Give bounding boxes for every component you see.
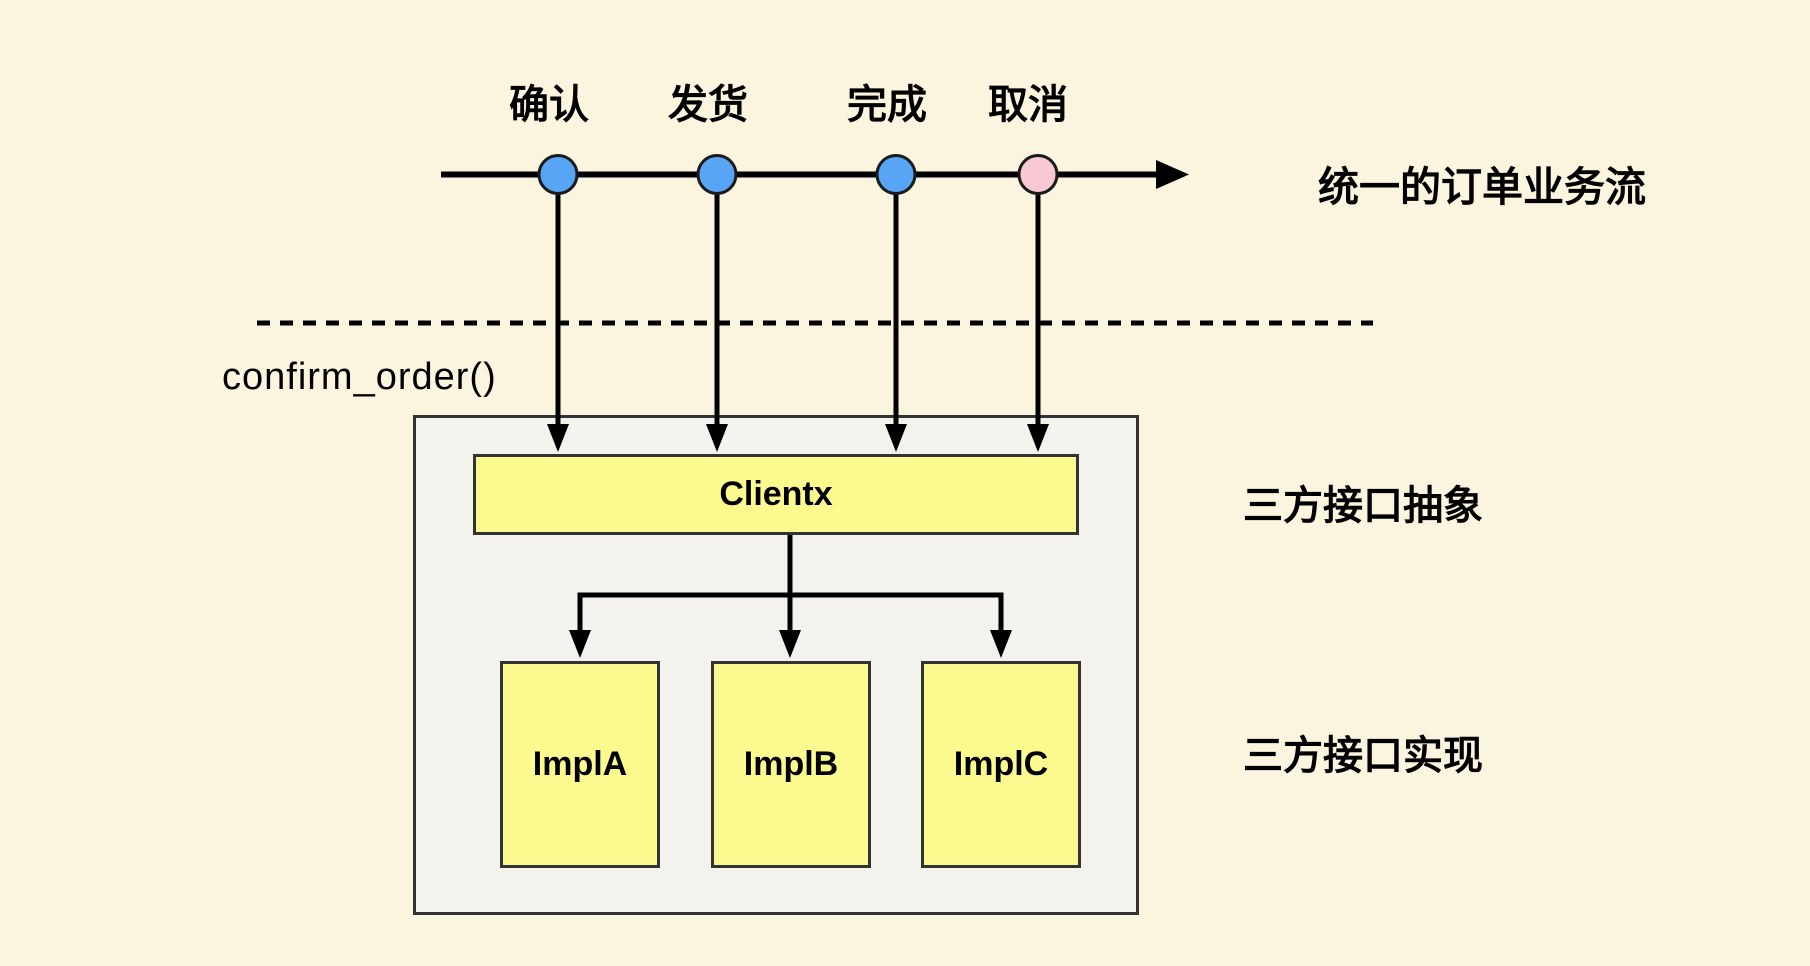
- stage-label-confirm: 确认: [509, 83, 589, 127]
- stage-dot-confirm: [537, 154, 579, 195]
- fanout-arrowhead-icon-2: [779, 630, 801, 658]
- abstraction-side-label: 三方接口抽象: [1243, 484, 1483, 528]
- stage-arrowhead-icon-2: [706, 424, 728, 452]
- timeline-arrowhead-icon: [1156, 160, 1189, 189]
- impl-box-b-label: ImplB: [743, 745, 839, 783]
- stage-dot-complete: [875, 154, 917, 195]
- stage-label-ship: 发货: [668, 83, 748, 127]
- impl-box-a-label: ImplA: [532, 745, 628, 783]
- fanout-arrowheads: [569, 630, 1012, 658]
- client-box-label: Clientx: [719, 475, 833, 513]
- method-name-label: confirm_order(): [222, 356, 497, 398]
- stage-arrows: [555, 190, 1041, 428]
- fanout-arrowhead-icon-1: [569, 630, 591, 658]
- stage-dot-ship: [696, 154, 738, 195]
- fanout-connector: [577, 535, 1004, 634]
- implementation-side-label: 三方接口实现: [1243, 734, 1483, 778]
- client-abstraction-box: Clientx: [473, 454, 1079, 535]
- stage-label-cancel: 取消: [988, 83, 1068, 127]
- stage-dot-cancel: [1017, 154, 1059, 195]
- stage-arrowhead-icon-4: [1027, 424, 1049, 452]
- impl-box-c-label: ImplC: [953, 745, 1049, 783]
- stage-label-complete: 完成: [847, 83, 927, 127]
- impl-box-c: ImplC: [921, 661, 1081, 868]
- stage-arrowhead-icon-1: [547, 424, 569, 452]
- fanout-arrowhead-icon-3: [990, 630, 1012, 658]
- impl-box-b: ImplB: [711, 661, 871, 868]
- stage-arrowheads: [547, 424, 1049, 452]
- impl-box-a: ImplA: [500, 661, 660, 868]
- stage-arrowhead-icon-3: [885, 424, 907, 452]
- timeline-title: 统一的订单业务流: [1318, 164, 1646, 210]
